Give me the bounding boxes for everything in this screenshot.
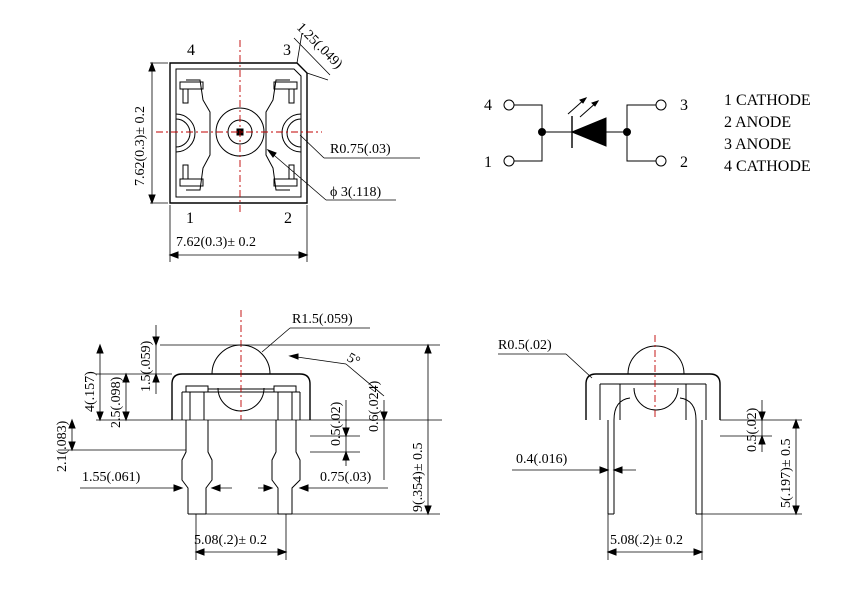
pad-2 xyxy=(273,178,298,187)
front-dim-radius: R0.5(.02) xyxy=(498,338,552,353)
side-left-lead xyxy=(181,420,213,514)
top-view: 4 3 1 2 1.25(.049) 7.62(0.3)± 0.2 7.62(0… xyxy=(133,20,420,262)
side-dim-0-75: 0.75(.03) xyxy=(320,470,372,485)
side-dim-2-1: 2.1(.083) xyxy=(55,420,70,472)
top-pin-3: 3 xyxy=(283,42,291,59)
schematic-terminal-2 xyxy=(655,155,667,167)
side-right-lead xyxy=(271,420,301,514)
side-view: R1.5(.059) 5° 4(.157) 1.5(.059) 2.5(.098… xyxy=(55,310,442,560)
side-dim-angle: 5° xyxy=(344,350,362,369)
schematic-pin-1: 1 xyxy=(484,154,492,171)
front-body xyxy=(585,373,721,420)
top-pin-1: 1 xyxy=(186,210,194,227)
side-dim-2-5: 2.5(.098) xyxy=(109,376,124,428)
side-dim-9: 9(.354)± 0.5 xyxy=(411,442,426,512)
side-dim-4: 4(.157) xyxy=(83,371,98,412)
front-right-lead xyxy=(695,420,703,515)
pad-4 xyxy=(179,81,204,90)
side-dim-5-08: 5.08(.2)± 0.2 xyxy=(194,533,267,548)
front-dim-5: 5(.197)± 0.5 xyxy=(779,438,794,508)
legend-item-3: 3 ANODE xyxy=(724,136,791,153)
top-dim-chamfer: 1.25(.049) xyxy=(293,20,345,72)
side-dim-lens-radius: R1.5(.059) xyxy=(292,312,353,327)
side-dim-0-5: 0.5(.02) xyxy=(329,401,344,446)
top-pin-2: 2 xyxy=(284,210,292,227)
legend-item-2: 2 ANODE xyxy=(724,114,791,131)
schematic-terminal-3 xyxy=(655,99,667,111)
front-dim-5-08: 5.08(.2)± 0.2 xyxy=(610,533,683,548)
pad-3 xyxy=(273,81,298,90)
top-dim-width: 7.62(0.3)± 0.2 xyxy=(176,235,256,250)
front-view: R0.5(.02) 0.4(.016) 0.5(.02) 5(.197)± 0.… xyxy=(498,335,802,560)
side-dim-0-6: 0.6(.024) xyxy=(367,380,382,432)
schematic-pin-2: 2 xyxy=(680,154,688,171)
top-pin-4: 4 xyxy=(187,42,195,59)
schematic-terminal-4 xyxy=(503,99,515,111)
front-lens-dome xyxy=(627,345,685,375)
schematic: 4 1 3 2 1 CATHODE 2 ANODE 3 ANODE 4 CATH… xyxy=(484,92,811,175)
front-dim-0-5: 0.5(.02) xyxy=(745,407,760,452)
pad-1 xyxy=(179,178,204,187)
legend-item-1: 1 CATHODE xyxy=(724,92,811,109)
diode-symbol xyxy=(570,117,607,147)
legend-item-4: 4 CATHODE xyxy=(724,158,811,175)
schematic-pin-4: 4 xyxy=(484,97,492,114)
right-notch xyxy=(281,113,302,153)
top-dim-diameter: ϕ 3(.118) xyxy=(330,185,382,200)
package-outline-outer xyxy=(169,62,308,204)
top-dim-height: 7.62(0.3)± 0.2 xyxy=(133,106,148,186)
schematic-pin-3: 3 xyxy=(680,97,688,114)
side-dim-1-5: 1.5(.059) xyxy=(139,340,154,392)
front-dim-0-4: 0.4(.016) xyxy=(516,452,568,467)
side-dim-1-55: 1.55(.061) xyxy=(82,470,141,485)
front-left-lead xyxy=(607,420,615,515)
top-dim-radius: R0.75(.03) xyxy=(330,142,391,157)
schematic-terminal-1 xyxy=(503,155,515,167)
left-notch xyxy=(175,113,196,153)
